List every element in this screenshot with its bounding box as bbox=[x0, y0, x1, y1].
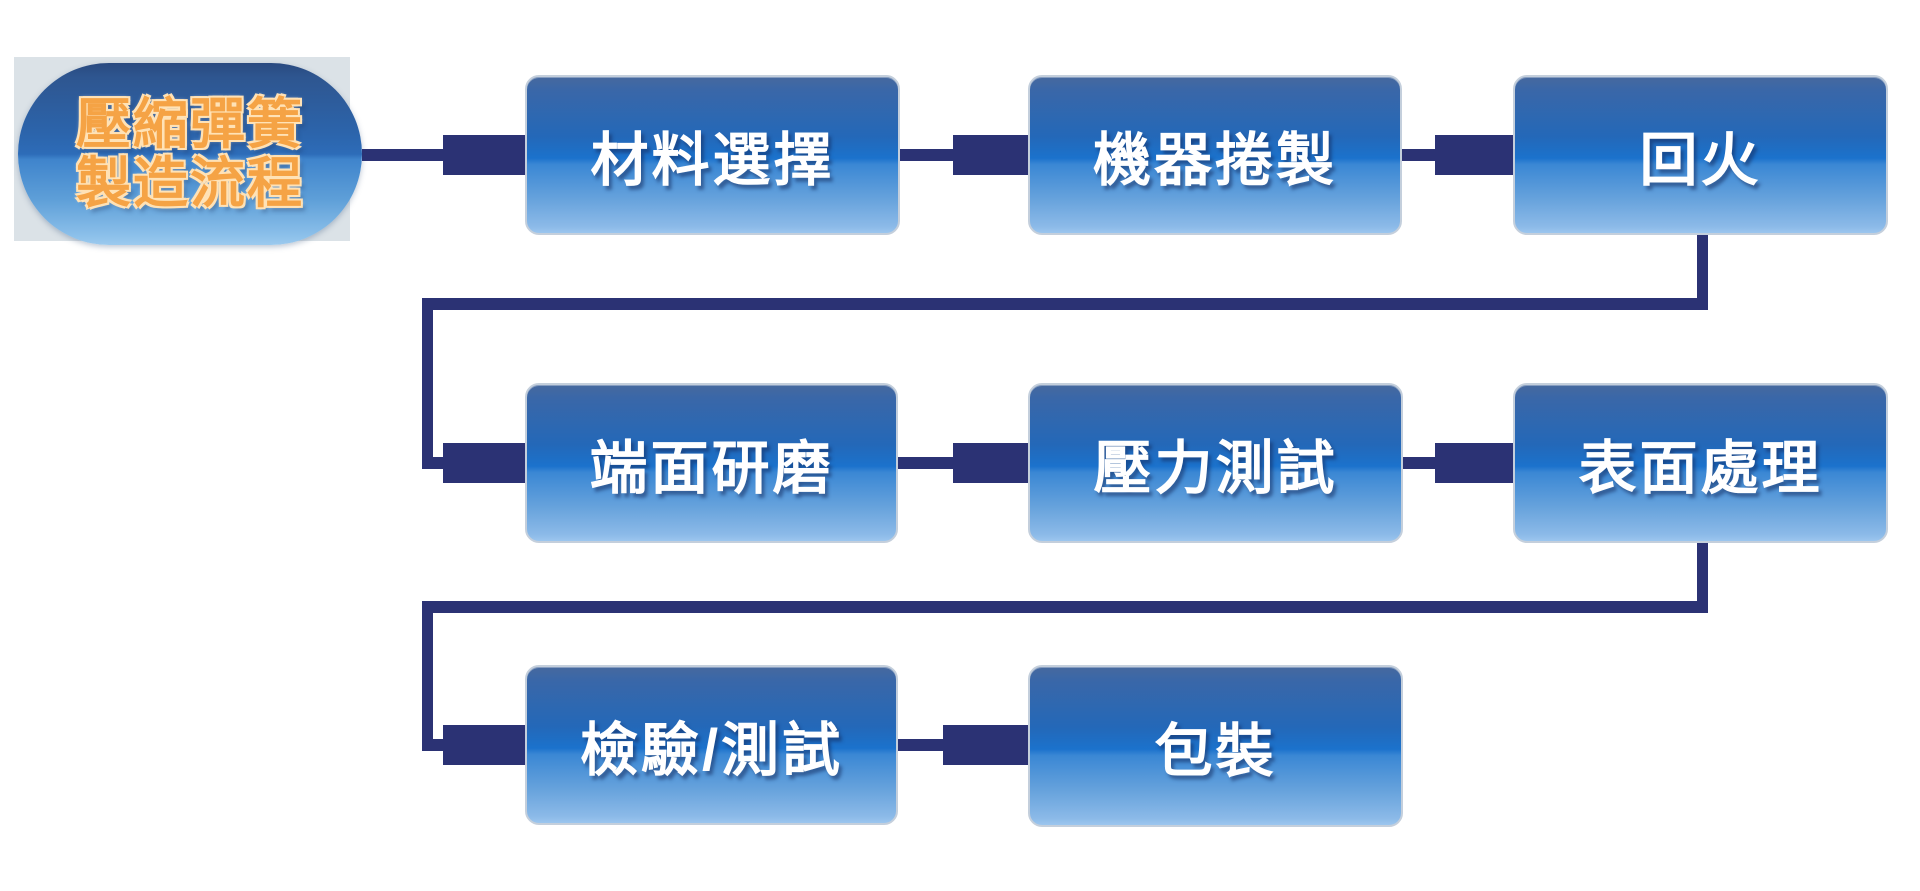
connector-block-grinding-to-pressure bbox=[953, 443, 1028, 483]
connector-block-material-to-coiling bbox=[953, 135, 1028, 175]
connector-vline-into-row3 bbox=[422, 601, 433, 751]
flow-node-pressure-testing: 壓力測試 bbox=[1028, 383, 1403, 543]
flow-node-end-face-grinding: 端面研磨 bbox=[525, 383, 898, 543]
connector-line-into-inspection bbox=[422, 739, 443, 751]
flow-node-machine-coiling: 機器捲製 bbox=[1028, 75, 1402, 235]
connector-block-title-to-material bbox=[443, 135, 525, 175]
flow-node-surface-treatment: 表面處理 bbox=[1513, 383, 1888, 543]
connector-line-inspection-to-packaging bbox=[898, 739, 943, 751]
diagram-title-line2: 製造流程 bbox=[75, 152, 304, 214]
connector-block-into-inspection bbox=[443, 725, 525, 765]
flow-node-packaging: 包裝 bbox=[1028, 665, 1403, 827]
connector-block-inspection-to-packaging bbox=[943, 725, 1028, 765]
connector-block-coiling-to-tempering bbox=[1435, 135, 1513, 175]
connector-drop-surface-treatment bbox=[1697, 543, 1708, 613]
flow-node-material-selection: 材料選擇 bbox=[525, 75, 900, 235]
connector-line-pressure-to-surface bbox=[1403, 457, 1435, 469]
connector-block-pressure-to-surface bbox=[1435, 443, 1513, 483]
connector-hline-row1-to-row2 bbox=[422, 298, 1708, 310]
flow-node-inspection-testing: 檢驗/測試 bbox=[525, 665, 898, 825]
diagram-title-line1: 壓縮彈簧 bbox=[75, 92, 304, 155]
connector-line-title-to-material bbox=[362, 149, 443, 161]
connector-vline-into-row2 bbox=[422, 298, 433, 469]
connector-hline-row2-to-row3 bbox=[422, 601, 1708, 613]
title-pill: 壓縮彈簧 製造流程 bbox=[18, 63, 362, 245]
connector-line-into-grinding bbox=[422, 457, 443, 469]
connector-line-grinding-to-pressure bbox=[898, 457, 953, 469]
flow-node-tempering: 回火 bbox=[1513, 75, 1888, 235]
connector-line-coiling-to-tempering bbox=[1402, 149, 1435, 161]
connector-block-into-grinding bbox=[443, 443, 525, 483]
connector-line-material-to-coiling bbox=[900, 149, 953, 161]
connector-drop-tempering bbox=[1697, 235, 1708, 310]
